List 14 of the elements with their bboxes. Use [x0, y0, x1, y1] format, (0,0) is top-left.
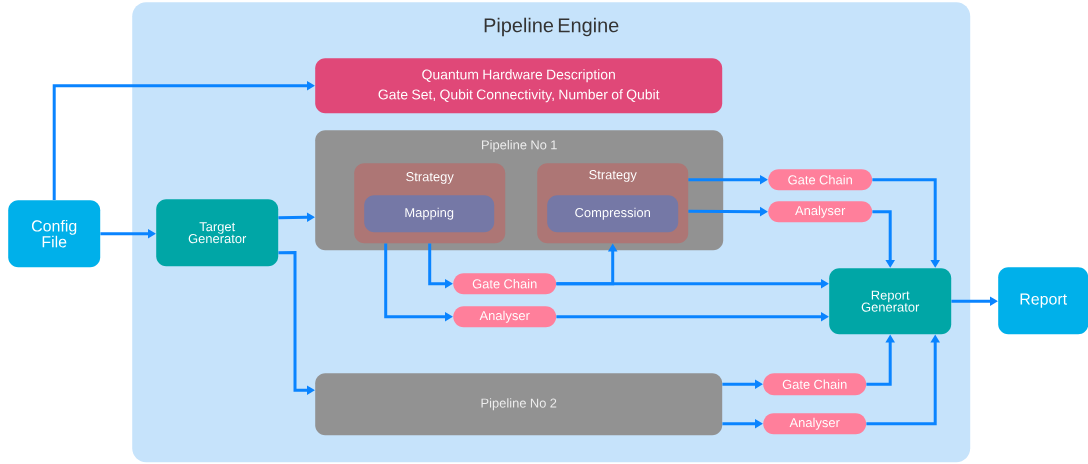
method-box: Compression — [547, 195, 679, 233]
generator-box: Target Generator — [156, 199, 279, 267]
generator-box: Report Generator — [829, 268, 952, 335]
output-tag: Analyser — [453, 306, 557, 328]
method-box: Mapping — [364, 195, 495, 233]
hardware-box: Quantum Hardware Description Gate Set, Qubit Connectivity, Number of Qubit — [315, 58, 723, 114]
output-tag: Gate Chain — [768, 169, 873, 191]
output-tag: Analyser — [768, 201, 873, 223]
output-tag: Analyser — [763, 413, 867, 435]
input-box: Config File — [8, 200, 101, 268]
output-tag: Gate Chain — [453, 273, 557, 295]
output-tag: Gate Chain — [763, 373, 867, 396]
pipeline-box: Pipeline No 2 — [315, 373, 723, 436]
output-box: Report — [998, 267, 1088, 335]
